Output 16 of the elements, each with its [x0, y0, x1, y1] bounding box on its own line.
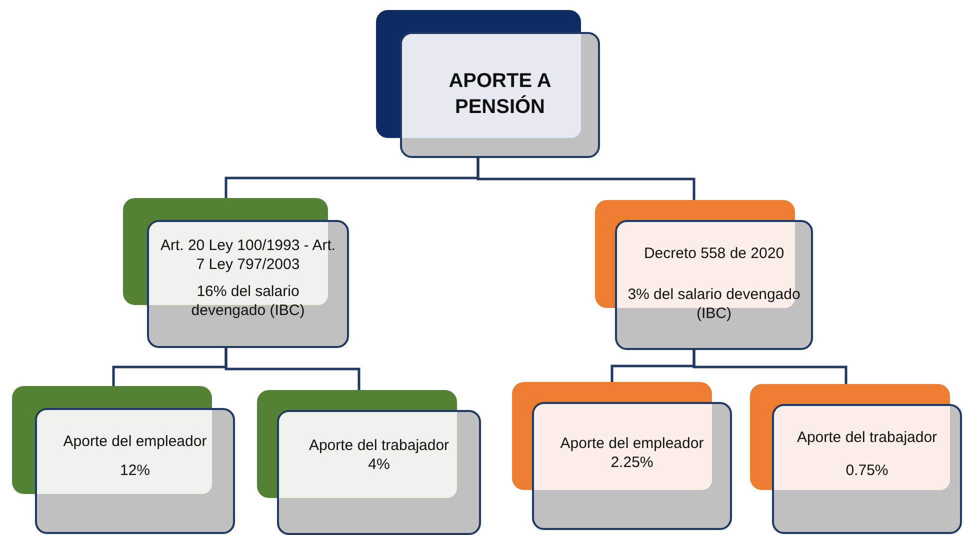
heading-text: Art. 20 Ley 100/1993 - Art. 7 Ley 797/2003: [159, 236, 337, 274]
detail-text: 4%: [367, 455, 391, 474]
detail-text: 16% del salario devengado (IBC): [190, 282, 306, 320]
heading-text: Aporte del empleador: [62, 432, 208, 451]
heading-text: Aporte del trabajador: [308, 436, 450, 455]
title-text: APORTE A PENSIÓN: [448, 69, 552, 120]
detail-text: 3% del salario devengado (IBC): [627, 285, 801, 323]
heading-text: Decreto 558 de 2020: [642, 244, 786, 263]
heading-text: Aporte del empleador: [559, 434, 705, 453]
detail-text: 2.25%: [610, 453, 654, 472]
connector-line: [476, 158, 696, 200]
detail-text: 12%: [118, 461, 152, 480]
connector-line: [692, 350, 848, 384]
detail-text: 0.75%: [844, 461, 890, 480]
heading-text: Aporte del trabajador: [796, 428, 938, 447]
connector-line: [224, 348, 360, 390]
